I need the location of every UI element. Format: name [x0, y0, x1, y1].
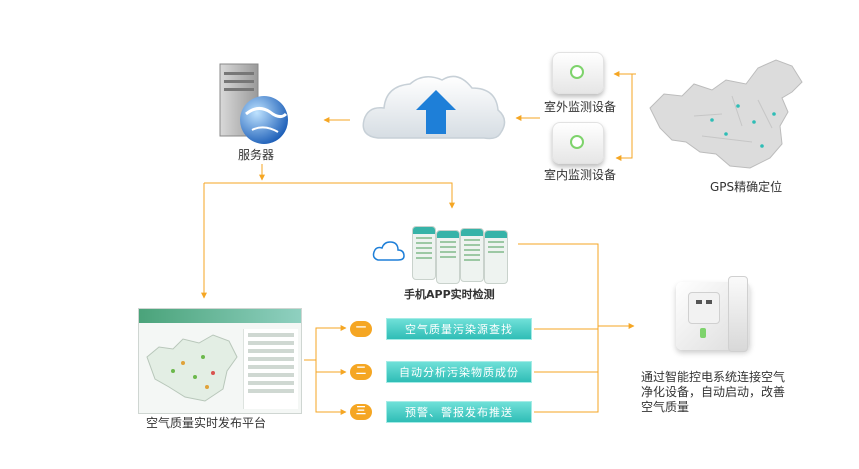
feature-2-pill: 自动分析污染物质成份 — [386, 361, 532, 383]
china-map-icon — [649, 59, 803, 169]
feature-1-pill: 空气质量污染源查找 — [386, 318, 532, 340]
outdoor-device-label: 室外监测设备 — [544, 100, 617, 114]
china-map — [642, 56, 818, 176]
server-icon — [219, 63, 288, 144]
feature-1-number: 一 — [350, 321, 372, 337]
purifier-text-line3: 空气质量 — [641, 400, 690, 414]
phone-icon-1 — [412, 226, 436, 280]
phone-icon-2 — [436, 230, 460, 284]
platform-header — [139, 309, 301, 323]
cloud-upload-icon — [362, 75, 506, 140]
platform-label: 空气质量实时发布平台 — [146, 416, 267, 430]
indoor-device-icon — [552, 122, 604, 164]
platform-table — [243, 329, 298, 409]
server-node — [212, 62, 302, 146]
platform-screenshot — [138, 308, 302, 414]
feature-3-pill: 预警、警报发布推送 — [386, 401, 532, 423]
gps-label: GPS精确定位 — [710, 180, 783, 194]
small-cloud-icon — [372, 241, 405, 261]
mobile-app-label: 手机APP实时检测 — [404, 288, 495, 301]
outdoor-device-icon — [552, 52, 604, 94]
platform-map-icon — [146, 334, 238, 402]
purifier-text-line1: 通过智能控电系统连接空气 — [641, 370, 786, 384]
cloud-node — [360, 70, 510, 142]
purifier-text-line2: 净化设备，自动启动，改善 — [641, 385, 786, 399]
feature-2-number: 二 — [350, 364, 372, 380]
server-label: 服务器 — [238, 148, 275, 162]
feature-3-number: 三 — [350, 404, 372, 420]
smart-socket-icon — [676, 276, 750, 352]
mobile-app-node — [372, 226, 522, 286]
indoor-device-label: 室内监测设备 — [544, 168, 617, 182]
phone-icon-4 — [484, 230, 508, 284]
phone-icon-3 — [460, 228, 484, 282]
